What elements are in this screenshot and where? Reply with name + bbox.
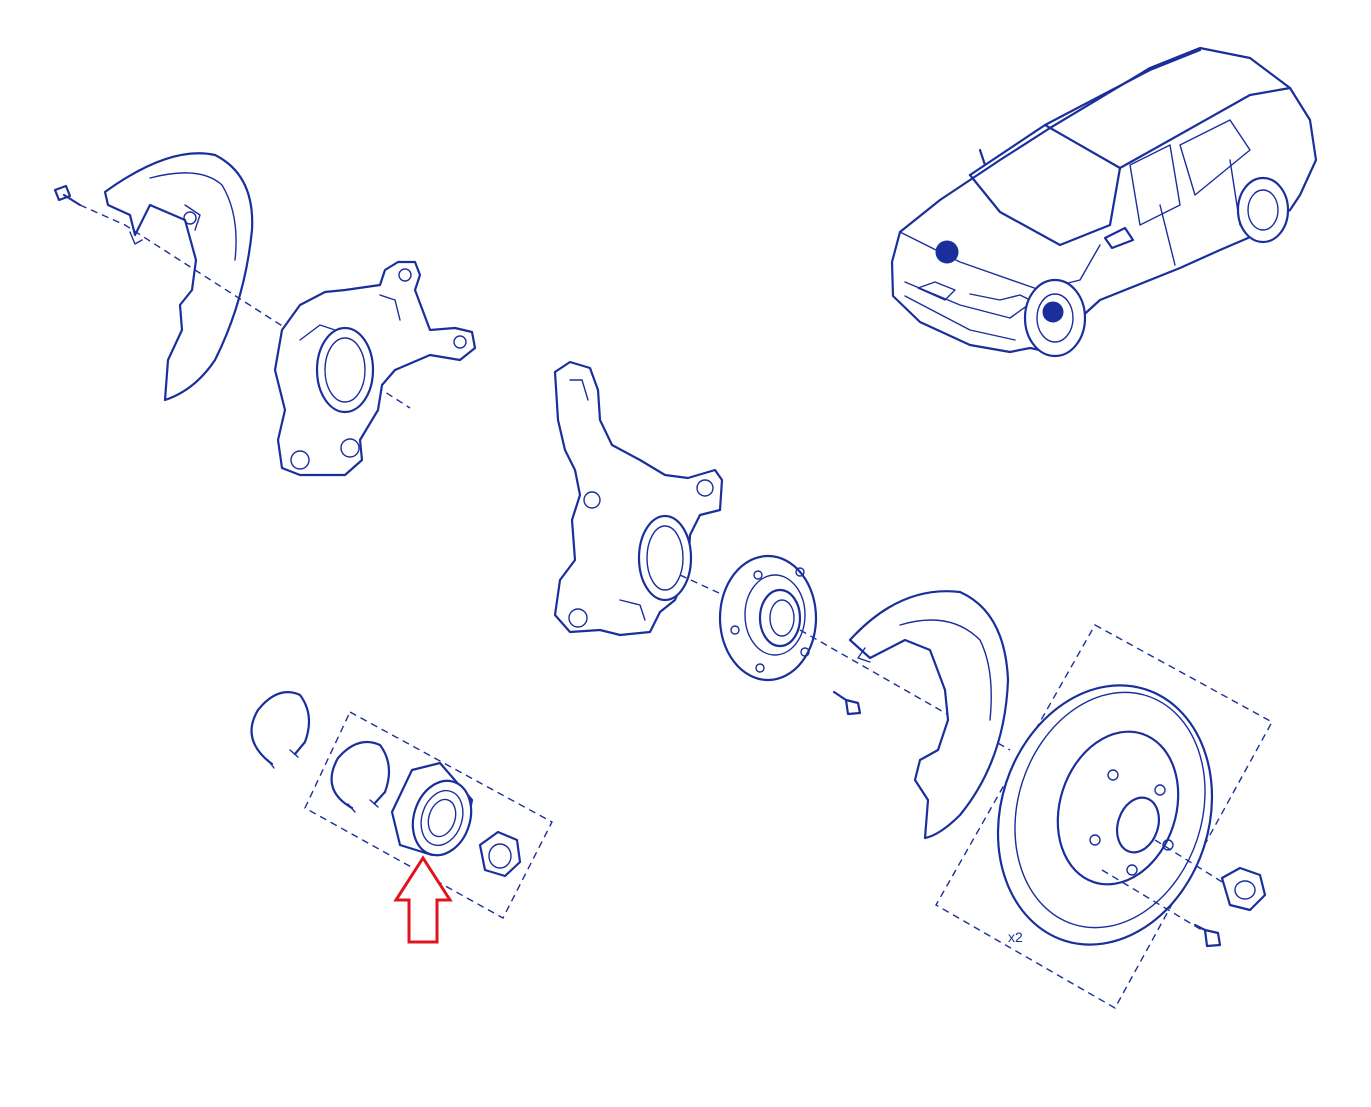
car-illustration <box>890 46 1318 358</box>
wheel-bearing <box>390 761 474 857</box>
highlight-arrow <box>393 855 453 944</box>
right-dust-shield <box>848 590 1010 840</box>
disc-screw <box>1193 923 1222 948</box>
wheel-hub <box>718 554 818 682</box>
quantity-label: x2 <box>1008 929 1023 945</box>
disc-nut <box>1220 866 1267 912</box>
left-steering-knuckle <box>273 260 477 477</box>
brake-disc <box>996 684 1214 946</box>
inner-circlip <box>330 740 391 813</box>
left-shield-screw <box>53 184 82 207</box>
left-dust-shield <box>103 152 254 402</box>
center-shield-screw <box>832 690 862 716</box>
outer-circlip <box>250 691 311 769</box>
axle-nut <box>478 830 522 878</box>
center-steering-knuckle <box>553 360 724 637</box>
